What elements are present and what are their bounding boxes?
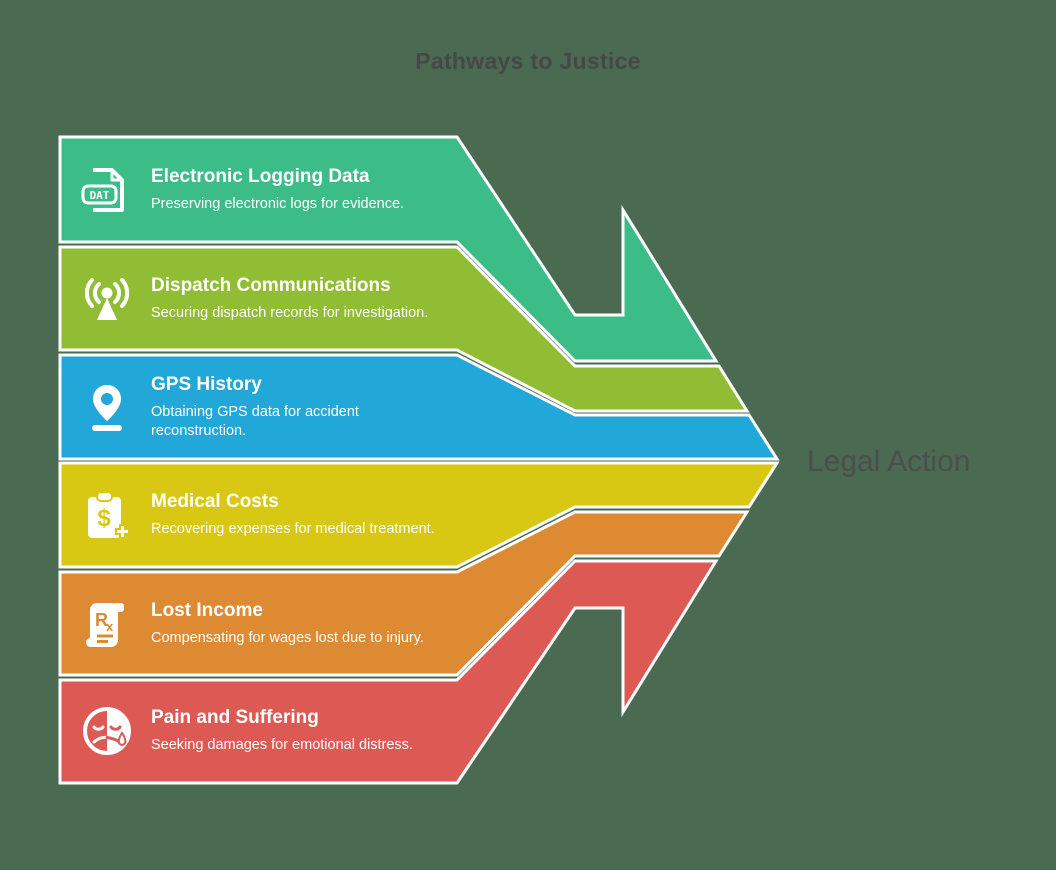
band-item-electronic-logging-data: DAT Electronic Logging Data Preserving e… <box>60 137 458 242</box>
band-title: Medical Costs <box>151 491 279 513</box>
band-shape-dispatch-communications <box>58 245 750 413</box>
band-item-gps-history: GPS History Obtaining GPS data for accid… <box>60 355 458 459</box>
band-subtitle: Recovering expenses for medical treatmen… <box>151 521 435 538</box>
band-item-pain-and-suffering: Pain and Suffering Seeking damages for e… <box>60 678 458 783</box>
band-title: Lost Income <box>151 599 263 621</box>
sad-face-icon <box>83 706 131 755</box>
page-title: Pathways to Justice <box>415 48 641 74</box>
band-subtitle: Preserving electronic logs for evidence. <box>151 195 405 212</box>
band-shape-lost-income <box>58 510 750 677</box>
band-shape-medical-costs <box>58 461 780 569</box>
result-label: Legal Action <box>807 445 971 478</box>
band-subtitle: Compensating for wages lost due to injur… <box>151 629 424 646</box>
rx-prescription-icon: R x <box>86 602 124 647</box>
band-title: Electronic Logging Data <box>151 165 370 187</box>
map-pin-icon <box>92 385 122 431</box>
band-title: Dispatch Communications <box>151 274 391 296</box>
svg-text:x: x <box>106 619 114 634</box>
band-shape-electronic-logging-data <box>58 135 719 363</box>
band-shape-gps-history <box>58 353 780 461</box>
band-item-lost-income: R x Lost Income Compensating for wages l… <box>60 572 458 675</box>
svg-text:R: R <box>95 610 108 630</box>
band-shape-pain-and-suffering <box>58 559 719 785</box>
band-title: GPS History <box>151 373 262 395</box>
svg-text:DAT: DAT <box>90 189 110 202</box>
band-item-medical-costs: $ Medical Costs Recovering expenses for … <box>60 463 458 567</box>
dat-file-icon: DAT <box>81 167 124 212</box>
band-item-dispatch-communications: Dispatch Communications Securing dispatc… <box>60 247 458 350</box>
band-title: Pain and Suffering <box>151 706 319 728</box>
band-subtitle: Seeking damages for emotional distress. <box>151 736 413 753</box>
svg-text:$: $ <box>97 505 111 532</box>
medical-cost-clipboard-icon: $ <box>88 491 130 539</box>
band-subtitle: Obtaining GPS data for accident reconstr… <box>151 403 359 439</box>
broadcast-antenna-icon <box>84 277 130 320</box>
band-subtitle: Securing dispatch records for investigat… <box>151 304 429 321</box>
